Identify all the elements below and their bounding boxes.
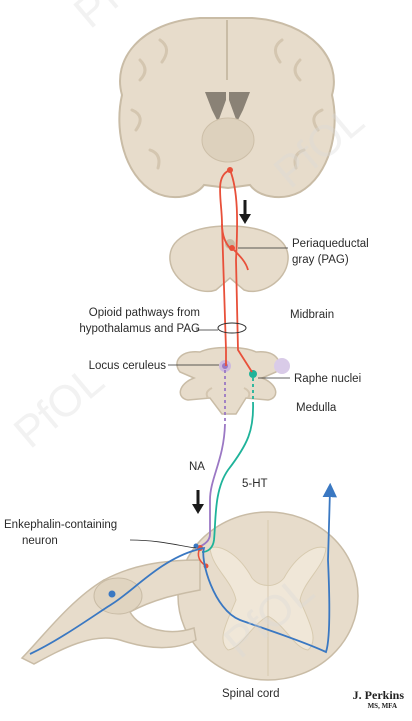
raphe-nucleus — [249, 370, 257, 378]
artist-signature: J. Perkins — [353, 688, 405, 702]
medulla-outline — [177, 348, 279, 415]
opioid-pathways-bracket — [218, 323, 246, 333]
enkephalin-label-line2: neuron — [22, 535, 58, 547]
spinal-cord-label: Spinal cord — [222, 688, 280, 700]
na-label: NA — [189, 461, 205, 473]
midbrain-section — [170, 226, 288, 291]
locus-ceruleus-label: Locus ceruleus — [89, 360, 167, 372]
five-ht-label: 5-HT — [242, 478, 268, 490]
dorsal-root-ganglion — [94, 578, 142, 614]
locus-ceruleus-nucleus-right — [274, 358, 290, 374]
opioid-label-line2: hypothalamus and PAG — [79, 323, 200, 335]
midbrain-label: Midbrain — [290, 309, 334, 321]
raphe-nuclei-label: Raphe nuclei — [294, 373, 361, 385]
midbrain-outline — [170, 226, 288, 291]
medulla-label: Medulla — [296, 402, 337, 414]
pag-label-line2: gray (PAG) — [292, 254, 349, 266]
opioid-label-line1: Opioid pathways from — [89, 307, 200, 319]
medulla-section — [177, 348, 290, 415]
locus-ceruleus-cell — [222, 363, 228, 369]
enkephalin-leader-line — [130, 540, 196, 548]
descending-arrow-upper-head — [239, 214, 251, 224]
pag-label-line1: Periaqueductal — [292, 238, 369, 250]
enkephalin-label-line1: Enkephalin-containing — [4, 519, 117, 531]
sensory-ganglion-cell — [109, 591, 116, 598]
artist-credentials: MS, MFA — [368, 702, 397, 710]
descending-arrow-lower-head — [192, 504, 204, 514]
thalamus — [202, 118, 254, 162]
